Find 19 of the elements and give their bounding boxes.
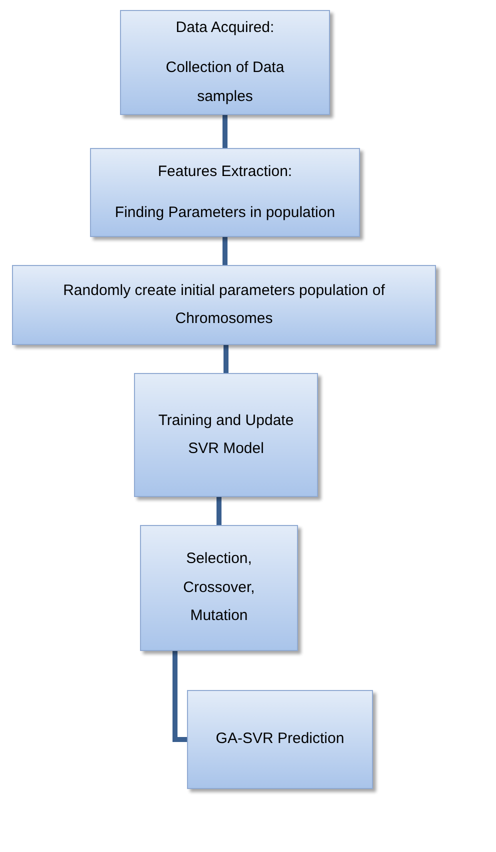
- connector-line: [172, 651, 187, 742]
- box-text: Data Acquired:: [176, 18, 274, 38]
- box-text: Collection of Data samples: [164, 58, 286, 107]
- box-text: Randomly create initial parameters population of Chromosomes: [62, 280, 386, 329]
- process-box: [134, 373, 318, 497]
- box-text: GA-SVR Prediction: [216, 729, 344, 750]
- process-box: [12, 265, 436, 345]
- connector-line: [222, 237, 228, 265]
- box-text: Selection, Crossover, Mutation: [182, 549, 256, 626]
- connector-line: [224, 345, 228, 373]
- box-text: Training and Update SVR Model: [157, 410, 295, 459]
- connector-line: [216, 497, 222, 525]
- box-text: Finding Parameters in population: [114, 202, 336, 222]
- connector-line: [222, 115, 228, 148]
- process-box: [140, 525, 298, 651]
- process-box: [187, 690, 373, 789]
- process-box: [120, 10, 330, 115]
- box-text: Features Extraction:: [158, 162, 292, 182]
- process-box: [90, 148, 360, 237]
